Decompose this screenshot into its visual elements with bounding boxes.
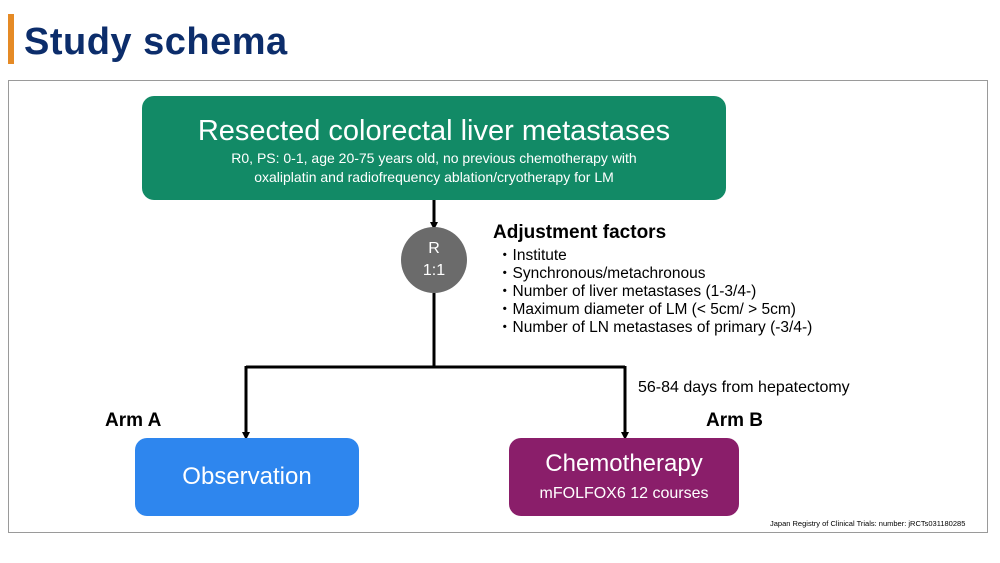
- adjustment-factor-item: Number of liver metastases (1-3/4-): [497, 283, 812, 301]
- chemotherapy-label: Chemotherapy: [545, 450, 703, 477]
- arm-a-label: Arm A: [105, 410, 162, 431]
- adjustment-factor-item: Number of LN metastases of primary (-3/4…: [497, 319, 813, 337]
- arm-b-label: Arm B: [706, 410, 764, 431]
- adjustment-factors-list: Institute Synchronous/metachronous Numbe…: [497, 247, 813, 337]
- randomization-circle: R 1:1: [401, 227, 467, 293]
- population-criteria-line2: oxaliplatin and radiofrequency ablation/…: [254, 169, 614, 185]
- page-title: Study schema: [24, 21, 288, 63]
- title-accent-bar: [8, 14, 14, 64]
- adjustment-factor-item: Institute: [497, 247, 812, 265]
- timing-note: 56-84 days from hepatectomy: [638, 379, 850, 396]
- adjustment-factor-item: Maximum diameter of LM (< 5cm/ > 5cm): [497, 301, 812, 319]
- adjustment-factor-item: Synchronous/metachronous: [497, 265, 812, 283]
- chemotherapy-regimen: mFOLFOX6 12 courses: [539, 485, 709, 502]
- schema-frame: [8, 80, 988, 533]
- adjustment-factors-title: Adjustment factors: [493, 222, 667, 243]
- randomization-label: R: [428, 240, 440, 257]
- population-criteria-line1: R0, PS: 0-1, age 20-75 years old, no pre…: [231, 150, 637, 166]
- randomization-ratio: 1:1: [422, 262, 446, 279]
- registry-footnote: Japan Registry of Clinical Trials: numbe…: [770, 519, 966, 528]
- observation-box: Observation: [135, 438, 359, 516]
- observation-label: Observation: [182, 463, 312, 490]
- chemotherapy-box: Chemotherapy mFOLFOX6 12 courses: [509, 438, 739, 516]
- population-title: Resected colorectal liver metastases: [197, 115, 671, 147]
- population-box: Resected colorectal liver metastases R0,…: [142, 96, 726, 200]
